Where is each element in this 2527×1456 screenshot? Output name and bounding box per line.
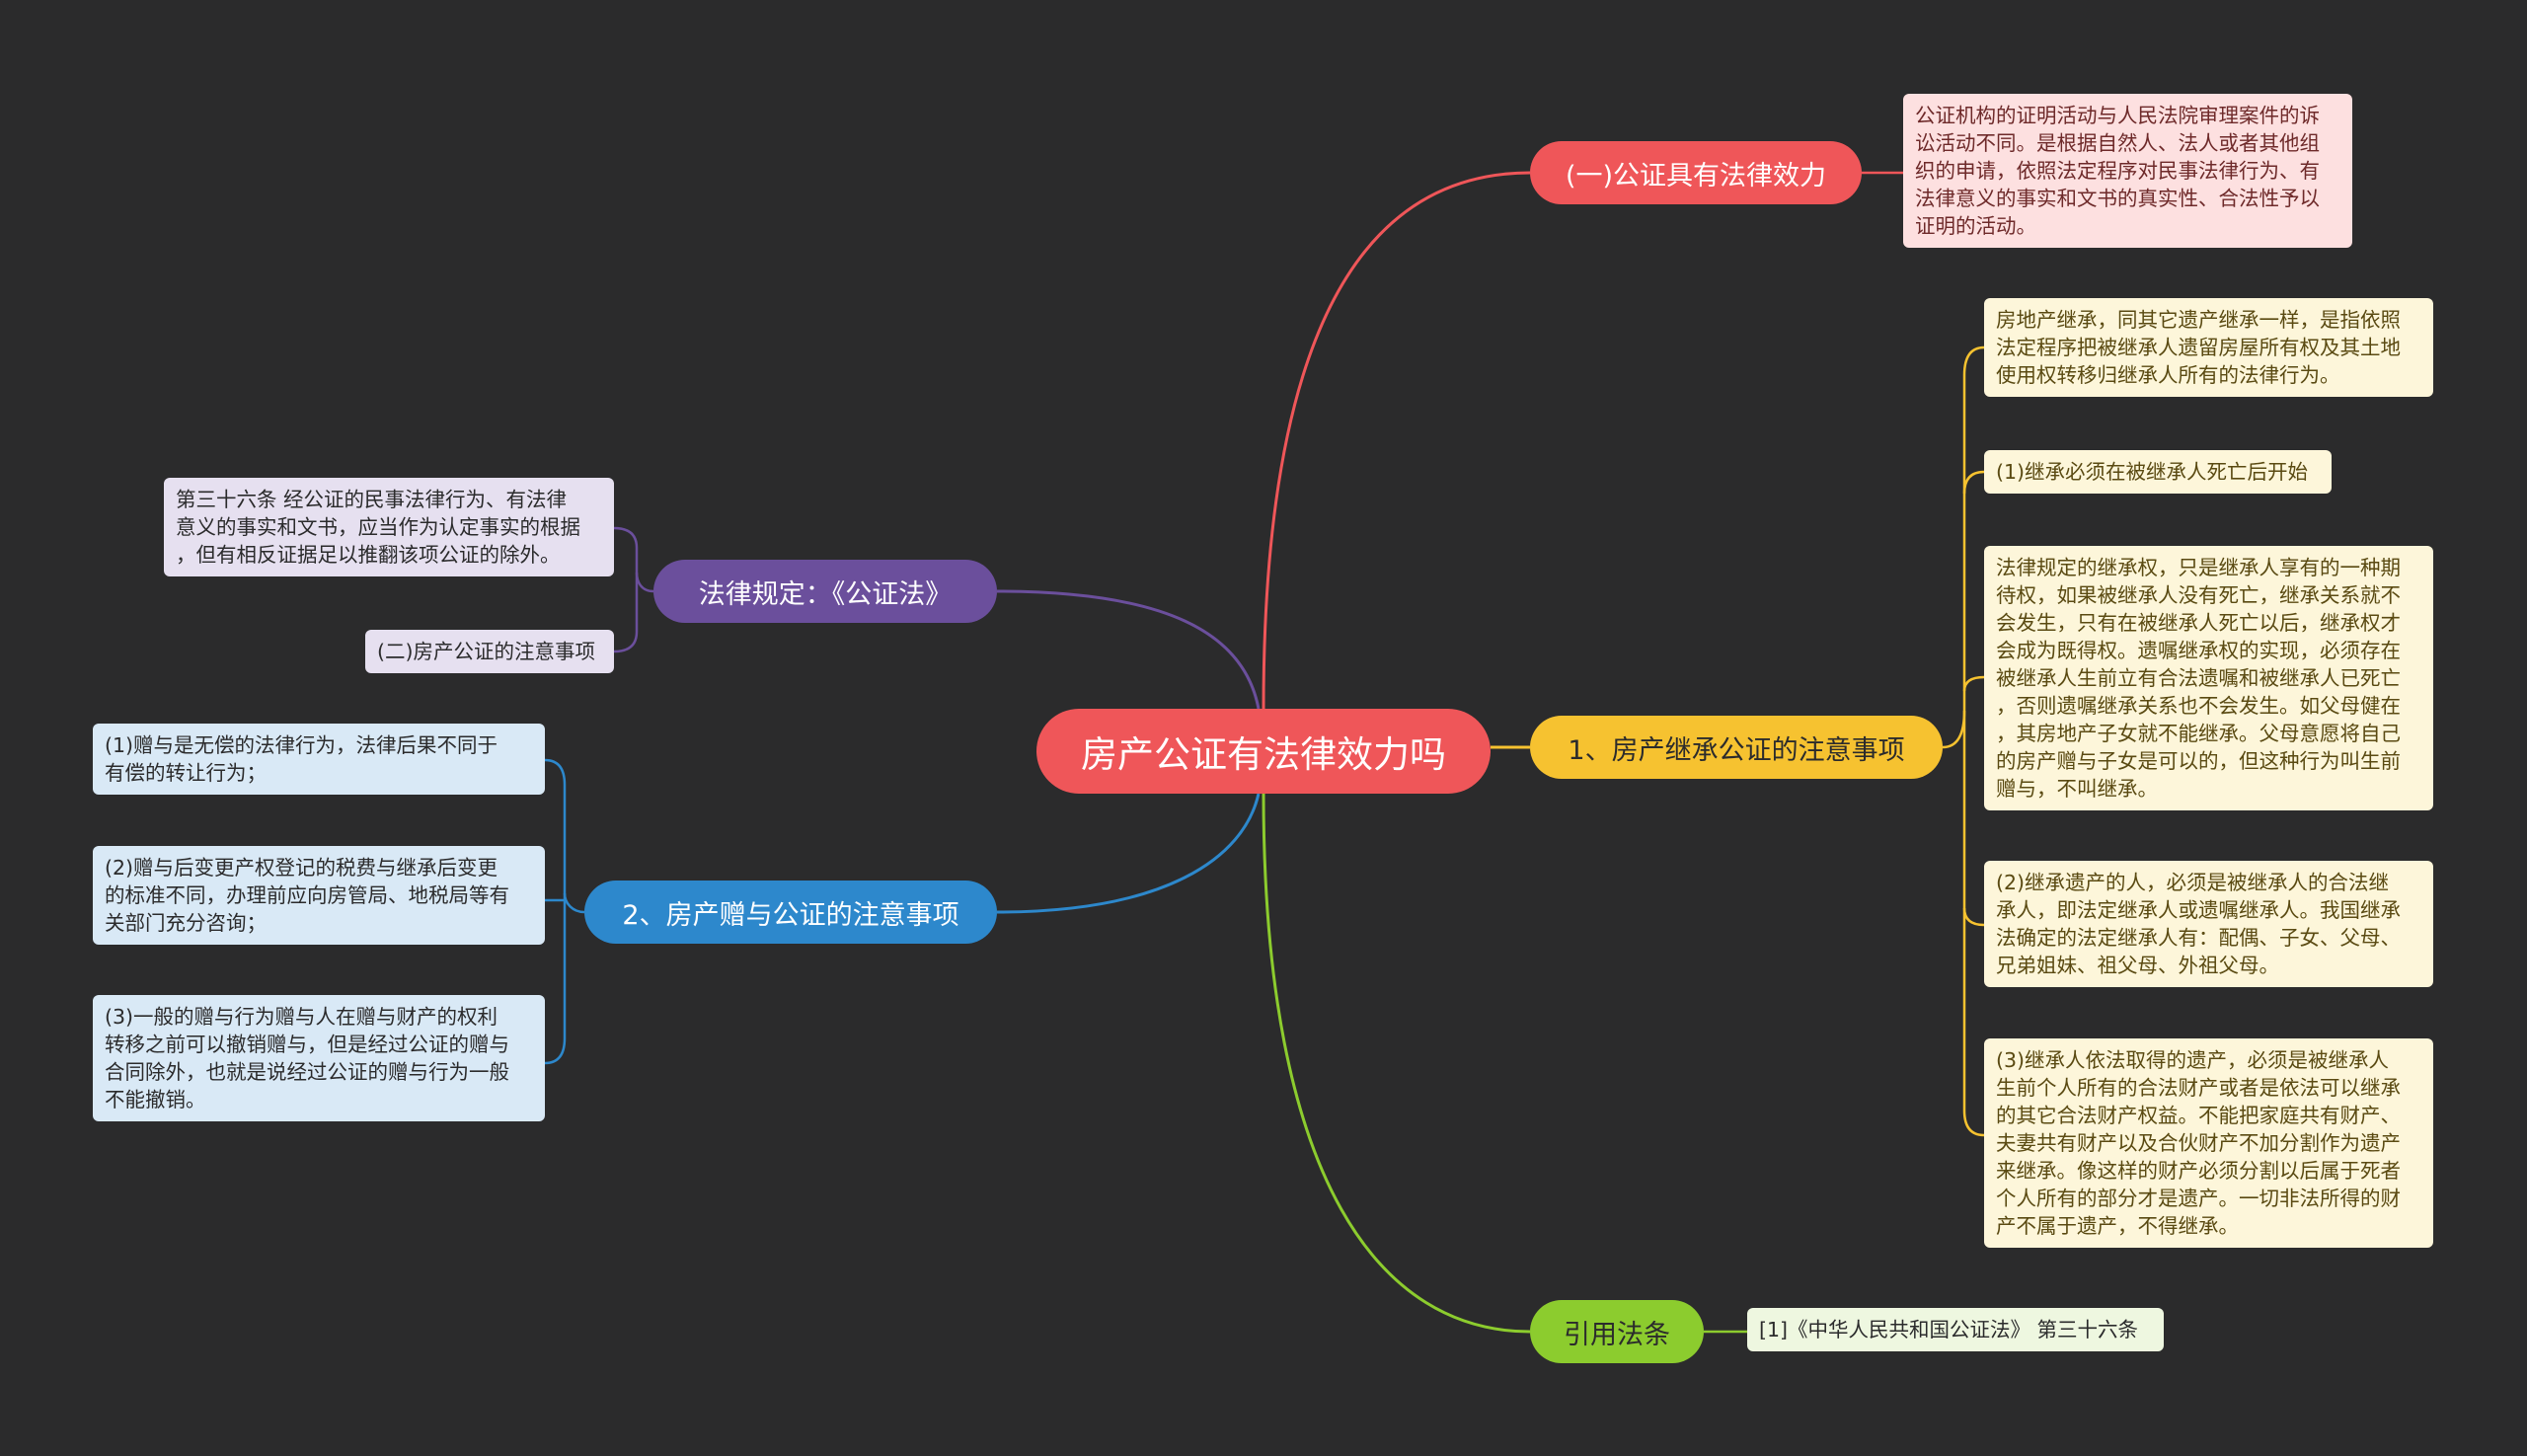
leaf-legal-provision-1[interactable]: 第三十六条 经公证的民事法律行为、有法律 意义的事实和文书，应当作为认定事实的根…	[164, 478, 614, 576]
leaf-inheritance-3[interactable]: 法律规定的继承权，只是继承人享有的一种期 待权，如果被继承人没有死亡，继承关系就…	[1984, 546, 2433, 810]
branch-legal-effect[interactable]: (一)公证具有法律效力	[1530, 141, 1862, 204]
leaf-legal-provision-2[interactable]: (二)房产公证的注意事项	[365, 630, 614, 673]
link-gift-leaf-3	[544, 912, 567, 1065]
leaf-inheritance-5[interactable]: (3)继承人依法取得的遗产，必须是被继承人 生前个人所有的合法财产或者是依法可以…	[1984, 1038, 2433, 1248]
link-inheritance-leaf-3	[1962, 675, 1985, 692]
leaf-inheritance-4[interactable]: (2)继承遗产的人，必须是被继承人的合法继 承人，即法定继承人或遗嘱继承人。我国…	[1984, 861, 2433, 987]
branch-inheritance[interactable]: 1、房产继承公证的注意事项	[1530, 716, 1943, 779]
link-legal-provision-leaf-2	[613, 591, 639, 653]
leaf-gift-1[interactable]: (1)赠与是无偿的法律行为，法律后果不同于 有偿的转让行为；	[93, 724, 545, 795]
link-legal-provision-bracket	[635, 572, 654, 593]
leaf-citation-1[interactable]: [1]《中华人民共和国公证法》 第三十六条	[1747, 1308, 2164, 1351]
link-root-gift	[996, 793, 1261, 914]
link-inheritance-leaf-1	[1962, 345, 1985, 747]
link-gift-bracket	[563, 892, 585, 914]
branch-legal-provision[interactable]: 法律规定：《公证法》	[653, 560, 997, 623]
leaf-inheritance-1[interactable]: 房地产继承，同其它遗产继承一样，是指依照 法定程序把被继承人遗留房屋所有权及其土…	[1984, 298, 2433, 397]
link-gift-leaf-1	[544, 758, 567, 912]
link-inheritance-leaf-5	[1962, 907, 1985, 927]
link-root-legal-effect	[1262, 171, 1531, 710]
link-inheritance-bracket	[1942, 710, 1966, 749]
branch-gift[interactable]: 2、房产赠与公证的注意事项	[584, 881, 997, 944]
link-inheritance-leaf-4	[1962, 747, 1985, 1137]
link-inheritance-leaf-2	[1962, 470, 1985, 495]
leaf-gift-3[interactable]: (3)一般的赠与行为赠与人在赠与财产的权利 转移之前可以撤销赠与，但是经过公证的…	[93, 995, 545, 1121]
branch-citation[interactable]: 引用法条	[1530, 1300, 1704, 1363]
link-root-legal-provision	[996, 589, 1261, 710]
leaf-inheritance-2[interactable]: (1)继承必须在被继承人死亡后开始	[1984, 450, 2332, 494]
link-legal-provision-leaf-1	[613, 526, 639, 591]
root-topic[interactable]: 房产公证有法律效力吗	[1036, 709, 1491, 794]
link-root-citation	[1262, 793, 1531, 1334]
leaf-legal-effect-1[interactable]: 公证机构的证明活动与人民法院审理案件的诉 讼活动不同。是根据自然人、法人或者其他…	[1903, 94, 2352, 248]
leaf-gift-2[interactable]: (2)赠与后变更产权登记的税费与继承后变更 的标准不同，办理前应向房管局、地税局…	[93, 846, 545, 945]
